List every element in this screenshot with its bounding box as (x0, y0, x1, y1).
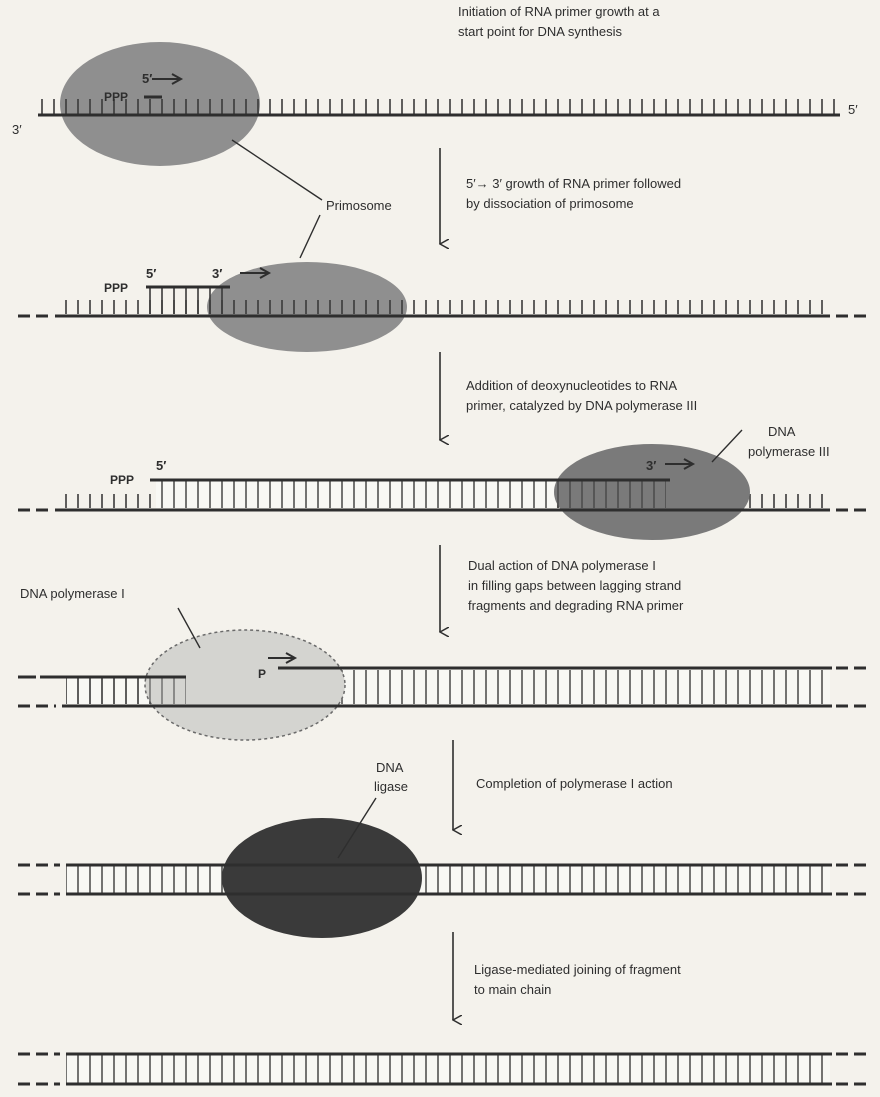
step-2-line-1: 5′→ 3′ growth of RNA primer followed (466, 174, 681, 194)
step-5-caption: Completion of polymerase I action (476, 774, 673, 794)
dna-ligase-blob (222, 818, 422, 938)
step-1-line-1: Initiation of RNA primer growth at a (458, 2, 660, 22)
stage-6-joined-chain (18, 1054, 872, 1084)
step-5-line-1: Completion of polymerase I action (476, 774, 673, 794)
stage2-three-prime: 3′ (212, 266, 222, 281)
stage3-ppp: PPP (110, 473, 134, 487)
stage-5-dna-ligase (18, 798, 872, 938)
step-4-line-1: Dual action of DNA polymerase I (468, 556, 683, 576)
stage2-ppp: PPP (104, 281, 128, 295)
dna-polymerase-iii-label: DNA polymerase III (748, 422, 830, 462)
primosome-pointer-line-1 (232, 140, 322, 200)
primosome-label: Primosome (326, 196, 392, 215)
stage-2-primer-growth (18, 215, 870, 352)
stage-3-dna-polymerase-iii (18, 430, 870, 540)
stage3-three-prime: 3′ (646, 458, 656, 473)
step-4-caption: Dual action of DNA polymerase I in filli… (468, 556, 683, 616)
ladder-5 (66, 866, 830, 893)
stage4-p: P (258, 667, 266, 681)
stage1-ppp: PPP (104, 90, 128, 104)
stage2-five-prime: 5′ (146, 266, 156, 281)
primer-rungs (146, 288, 228, 314)
step-3-caption: Addition of deoxynucleotides to RNA prim… (466, 376, 697, 416)
step-2-caption: 5′→ 3′ growth of RNA primer followed by … (466, 174, 681, 214)
pol3-internal-rungs (556, 481, 666, 508)
stage1-five-prime: 5′ (142, 71, 152, 86)
stage-4-dna-polymerase-i (18, 608, 872, 740)
step-4-line-2: in filling gaps between lagging strand (468, 576, 683, 596)
stage1-three-prime-end: 3′ (12, 122, 22, 137)
step-2-line-2: by dissociation of primosome (466, 194, 681, 214)
stage-1-initiation (38, 42, 840, 200)
stage3-five-prime: 5′ (156, 458, 166, 473)
ladder-right-4 (278, 670, 830, 704)
new-strand-ladder-3 (156, 481, 556, 508)
ligase-label-line-1: DNA (374, 758, 408, 777)
step-6-line-2: to main chain (474, 980, 681, 1000)
pol3-pointer-line (712, 430, 742, 462)
step-3-line-1: Addition of deoxynucleotides to RNA (466, 376, 697, 396)
step-6-caption: Ligase-mediated joining of fragment to m… (474, 960, 681, 1000)
stage1-five-prime-end: 5′ (848, 102, 858, 117)
step-1-line-2: start point for DNA synthesis (458, 22, 660, 42)
primosome-pointer-line-2 (300, 215, 320, 258)
dna-ligase-label: DNA ligase (374, 758, 408, 796)
pol1-internal-rungs (66, 678, 186, 704)
step-1-caption: Initiation of RNA primer growth at a sta… (458, 2, 660, 42)
step-3-line-2: primer, catalyzed by DNA polymerase III (466, 396, 697, 416)
step-6-line-1: Ligase-mediated joining of fragment (474, 960, 681, 980)
ligase-label-line-2: ligase (374, 777, 408, 796)
ladder-6 (66, 1055, 830, 1083)
step-4-line-3: fragments and degrading RNA primer (468, 596, 683, 616)
dna-polymerase-i-label: DNA polymerase I (20, 584, 125, 603)
pol3-label-line-1: DNA (748, 422, 830, 442)
pol3-label-line-2: polymerase III (748, 442, 830, 462)
template-strand-ticks (40, 99, 835, 114)
